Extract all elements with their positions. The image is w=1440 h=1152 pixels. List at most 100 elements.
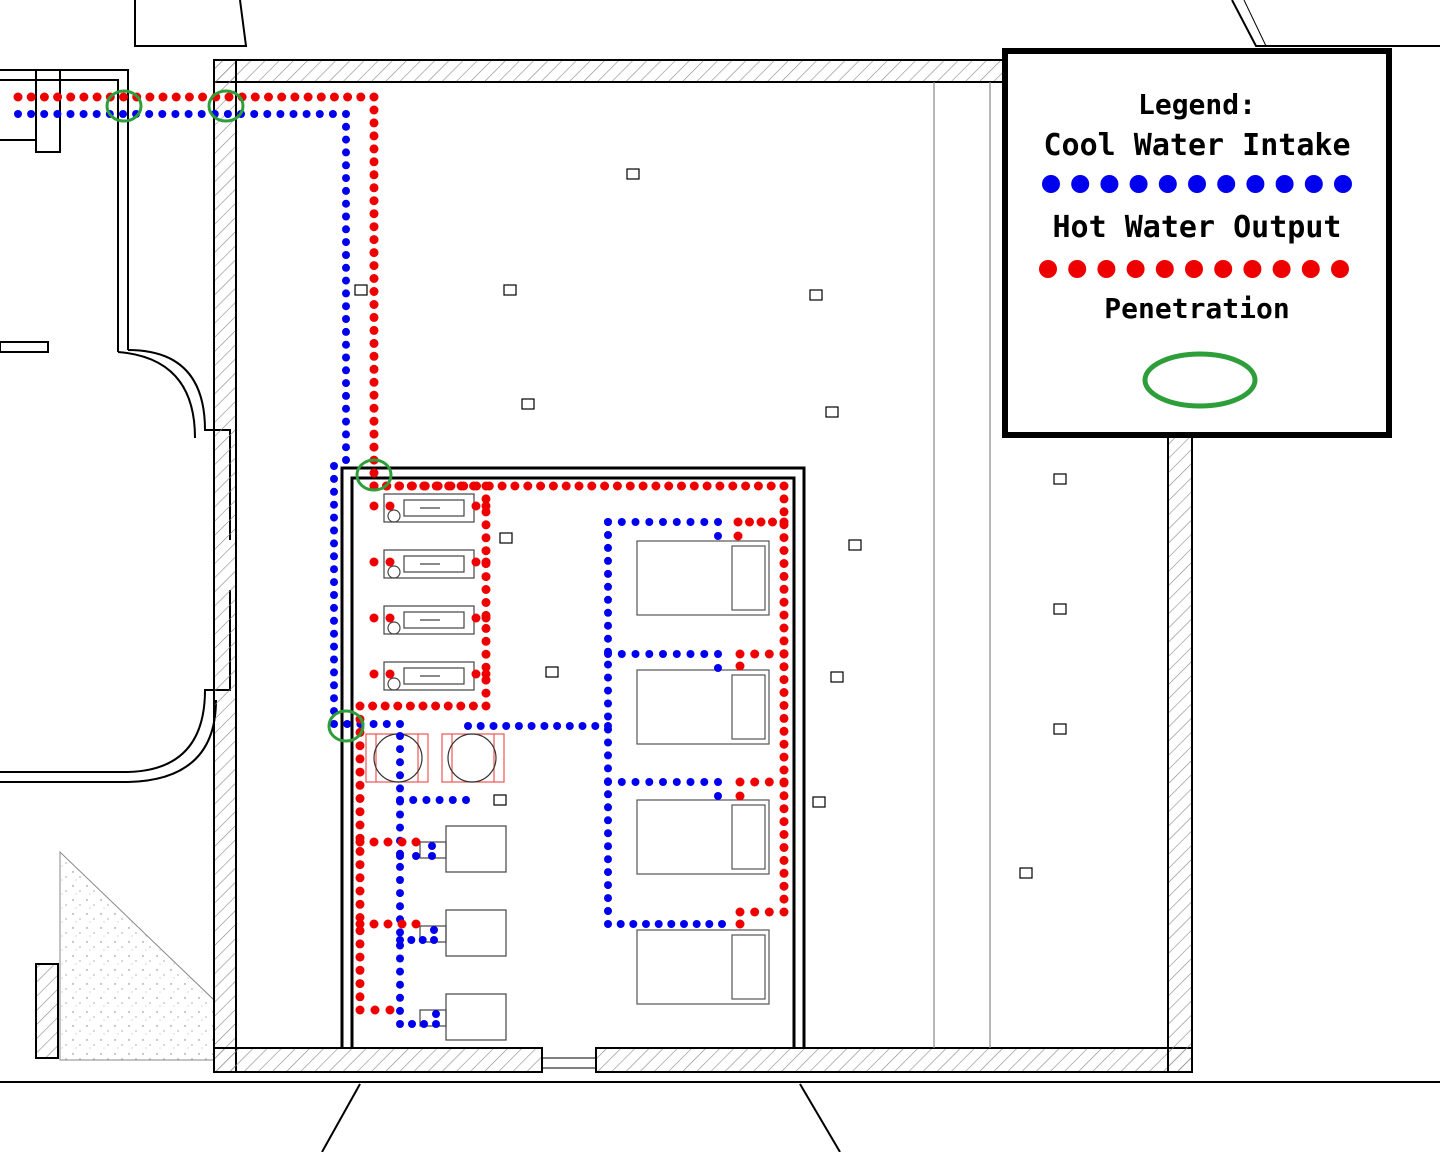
pipe-dot [355,979,365,989]
pipe-dot [672,778,681,786]
hot-water-pipes [13,92,789,1015]
pipe-dot [456,481,466,491]
pipe-dot [750,777,760,787]
pipe-dot [303,92,313,102]
pipe-dot [735,907,745,917]
pipe-dot [631,778,640,786]
legend-dot [1304,175,1323,193]
pipe-dot [369,300,379,309]
water-heater-icon [383,549,475,579]
pipe-dot [604,673,612,682]
pipe-dot [672,650,681,658]
pipe-dot [355,913,365,922]
pipe-dot [198,92,208,102]
pipe-dot [753,481,763,491]
pipe-dot [625,481,635,491]
pipe-dot [779,713,789,723]
pipe-dot [368,701,378,711]
pipe-dot [600,481,610,491]
legend: Legend: Cool Water Intake Hot Water Outp… [1002,48,1392,438]
pipe-dot [385,613,395,623]
pipe-dot [315,110,324,118]
legend-dot [1188,175,1206,193]
pipe-dot [735,919,745,929]
pipe-dot [481,585,491,594]
pipe-dot [355,846,365,856]
pipe-dot [651,481,661,491]
pipe-dot [396,941,404,950]
pipe-dot [510,481,520,491]
pipe-dot [574,481,584,491]
pipe-dot [396,954,404,963]
pipe-dot [680,920,688,928]
pipe-dot [432,1020,440,1028]
pipe-dot [92,92,102,102]
storage-tanks [365,733,505,783]
pipe-dot [471,557,481,567]
pipe-dot [604,725,612,734]
pipe-dot [385,501,395,511]
pipe-dot [355,837,365,847]
pipe-dot [369,196,379,206]
pipe-dot [408,1020,416,1028]
pipe-dot [369,442,379,452]
pipe-dot [369,183,379,193]
pipe-dot [342,430,350,439]
pipe-dot [645,518,654,526]
pipe-dot [355,780,365,790]
pipe-dot [355,741,365,751]
pipe-dot [342,456,350,464]
pipe-dot [448,796,457,804]
pipe-dot [342,263,350,272]
pipe-dot [536,481,546,491]
pipe-dot [481,572,491,582]
pipe-dot [514,722,523,730]
pipe-dot [481,481,491,491]
penetration-marker [207,89,245,123]
pipe-dot [330,487,338,496]
pipe-dot [702,481,712,491]
pipe-dot [355,992,365,1002]
pipe-dot [342,148,350,157]
pipe-dot [419,481,429,491]
pipe-dot [330,565,338,574]
pipe-dot [385,557,395,567]
pipe-dot [369,468,379,478]
pipe-dot [779,546,789,555]
pipe-dot [396,1020,404,1028]
pipe-dot [471,613,481,623]
pipe-dot [629,920,638,928]
pipe-dot [766,481,776,491]
pipe-dot [342,289,350,298]
pipe-dot [397,919,407,929]
pipe-dot [714,518,722,526]
pipe-dot [604,738,612,747]
pipe-dot [779,636,789,646]
pipe-dot [369,501,379,511]
pipe-dot [604,569,612,578]
pipe-dot [428,842,436,850]
pipe-dot [369,325,379,335]
pipe-dot [276,110,285,118]
pipe-dot [184,92,194,102]
pipe-dot [369,364,379,374]
pipe-dot [406,481,416,491]
pipe-dot [431,481,441,491]
pipe-dot [677,481,686,491]
pipe-dot [197,110,206,118]
pipe-dot [369,222,379,232]
pipe-dot [355,926,365,936]
pipe-dot [396,771,404,780]
pipe-dot [13,92,23,102]
pipe-dot [604,764,612,773]
pipe-dot [264,92,273,102]
pipe-dot [290,92,300,102]
pipe-dot [369,170,379,180]
pipe-dot [394,481,404,491]
pipe-dot [779,559,789,568]
pipe-dot [735,661,745,671]
pipe-dot [481,557,491,567]
pipe-dot [464,722,472,730]
pipe-dot [316,92,326,102]
